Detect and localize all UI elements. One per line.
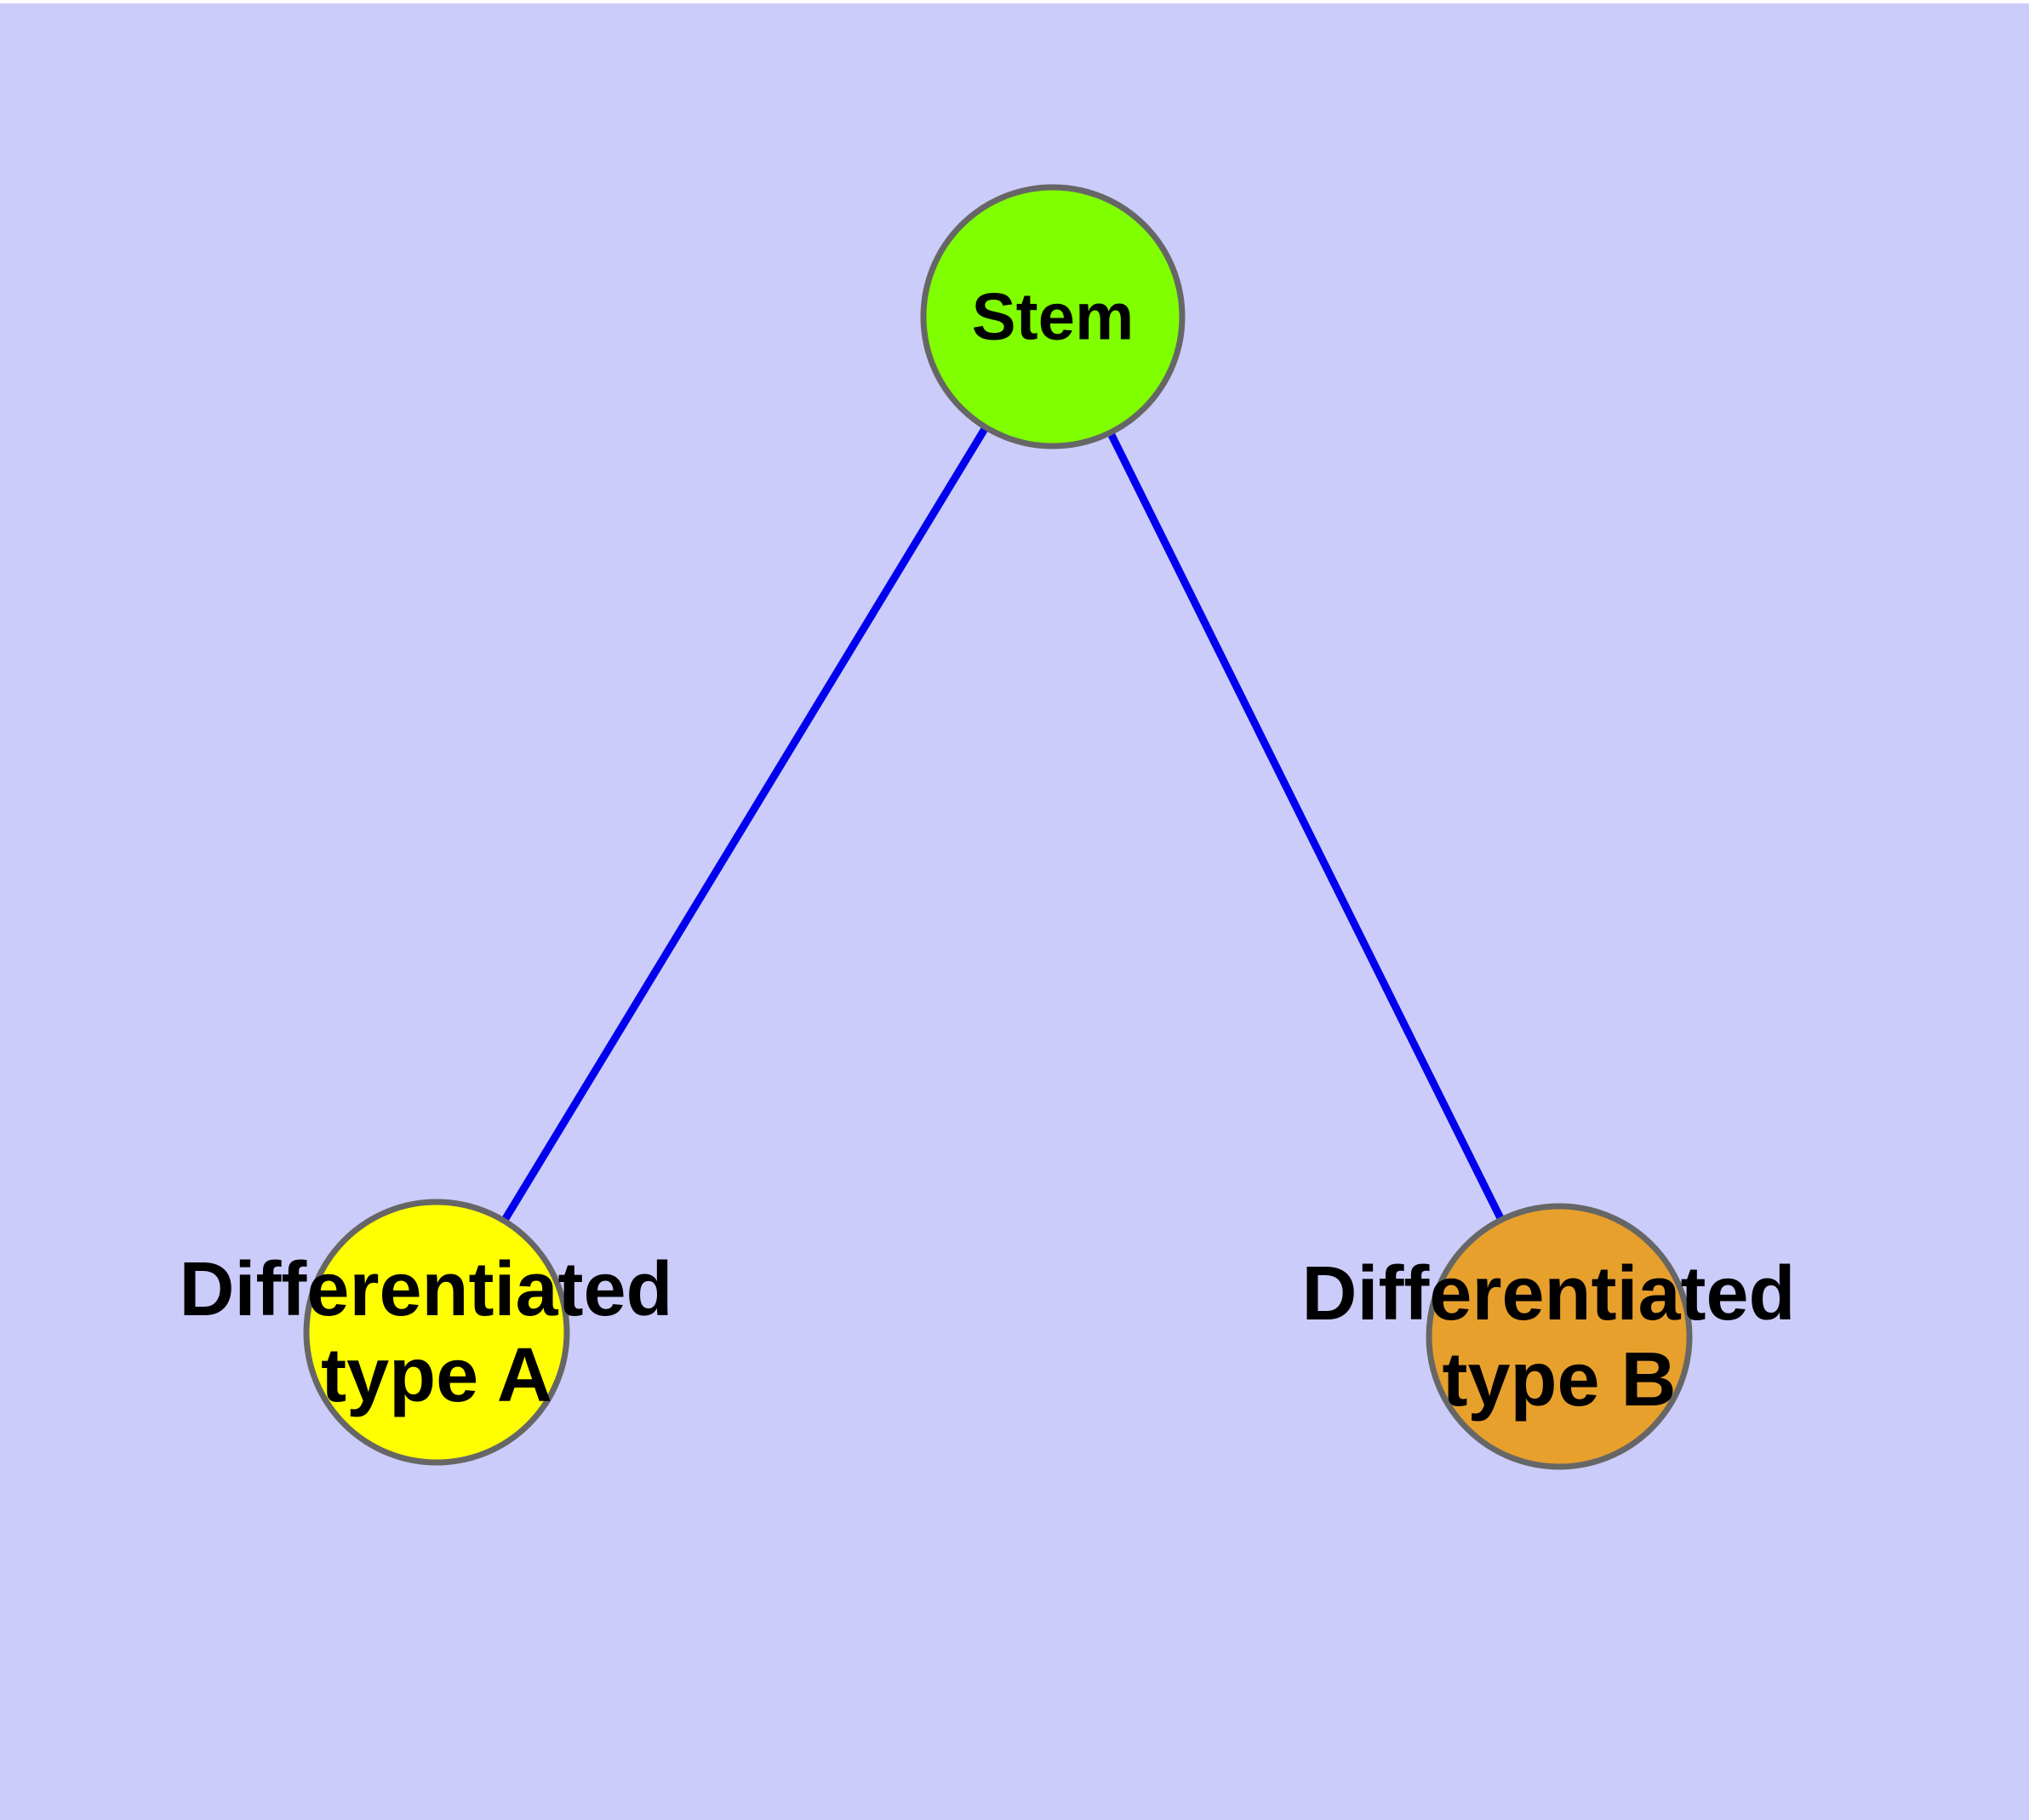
node-stem-label: Stem	[972, 279, 1135, 354]
node-differentiated-type-a-circle[interactable]	[303, 1199, 570, 1466]
node-stem-circle[interactable]	[920, 184, 1186, 449]
node-differentiated-type-b-label-line-2: type B	[1442, 1337, 1676, 1422]
node-group	[303, 184, 1693, 1470]
node-differentiated-type-b[interactable]	[1426, 1203, 1693, 1470]
node-stem-label-line-1: Stem	[972, 279, 1135, 354]
node-differentiated-type-a-label-line-2: type A	[321, 1333, 552, 1418]
node-differentiated-type-a-label: Differentiated type A	[179, 1247, 694, 1418]
node-stem[interactable]	[920, 184, 1186, 449]
node-differentiated-type-a[interactable]	[303, 1199, 570, 1466]
node-differentiated-type-a-label-line-1: Differentiated	[179, 1247, 672, 1332]
node-differentiated-type-b-label-line-1: Differentiated	[1301, 1251, 1795, 1336]
edge-stem-to-differentiated-type-a[interactable]	[500, 423, 991, 1225]
edge-stem-to-differentiated-type-b[interactable]	[1106, 429, 1506, 1223]
node-differentiated-type-b-label: Differentiated type B	[1301, 1251, 1816, 1422]
node-differentiated-type-b-circle[interactable]	[1426, 1203, 1693, 1470]
label-group: Stem Differentiated type A Differentiate…	[179, 279, 1816, 1422]
edge-group	[500, 423, 1506, 1225]
